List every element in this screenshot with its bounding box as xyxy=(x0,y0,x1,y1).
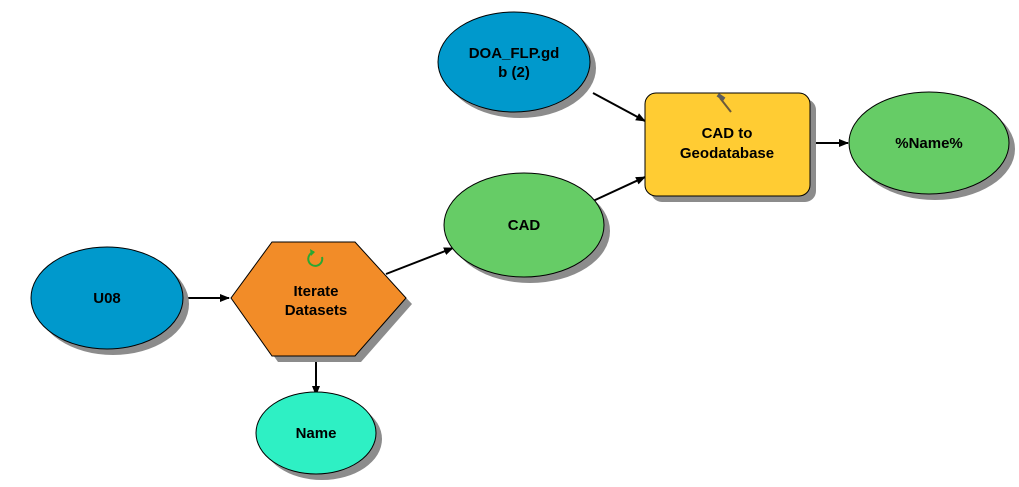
node-name-output-label: %Name% xyxy=(895,135,963,152)
hammer-icon xyxy=(716,93,732,113)
node-name-shape xyxy=(255,391,377,475)
node-cad-to-geodatabase-shape xyxy=(644,92,811,197)
connector-iterate-to-cad[interactable] xyxy=(385,247,454,275)
node-iterate-datasets-label-line2: Datasets xyxy=(285,302,348,319)
node-u08[interactable]: U08 xyxy=(30,246,189,355)
node-cad-to-geodatabase-label-line1: CAD to xyxy=(702,125,753,142)
node-name[interactable]: Name xyxy=(255,391,382,480)
node-iterate-datasets-label-line1: Iterate xyxy=(293,283,338,300)
node-name-output-shape xyxy=(848,91,1010,195)
node-doa-flp-gdb-shape xyxy=(437,11,591,113)
node-cad-to-geodatabase-label-line2: Geodatabase xyxy=(680,145,774,162)
node-iterate-datasets-shape xyxy=(230,241,407,357)
node-doa-flp-gdb-label-line1: DOA_FLP.gd xyxy=(469,45,560,62)
connector-doa-to-tool[interactable] xyxy=(592,92,646,122)
node-name-output[interactable]: %Name% xyxy=(848,91,1015,200)
node-cad-label: CAD xyxy=(508,217,541,234)
node-name-label: Name xyxy=(296,425,337,442)
node-cad-to-geodatabase[interactable]: CAD to Geodatabase xyxy=(644,92,816,202)
node-doa-flp-gdb[interactable]: DOA_FLP.gd b (2) xyxy=(437,11,596,118)
node-iterate-datasets[interactable]: Iterate Datasets xyxy=(230,241,412,362)
node-cad[interactable]: CAD xyxy=(443,172,610,283)
connector-cad-to-tool[interactable] xyxy=(592,176,646,202)
node-u08-shape xyxy=(30,246,184,350)
iterate-cycle-icon xyxy=(307,249,324,267)
node-cad-shape xyxy=(443,172,605,278)
node-doa-flp-gdb-label-line2: b (2) xyxy=(498,64,530,81)
node-u08-label: U08 xyxy=(93,290,121,307)
